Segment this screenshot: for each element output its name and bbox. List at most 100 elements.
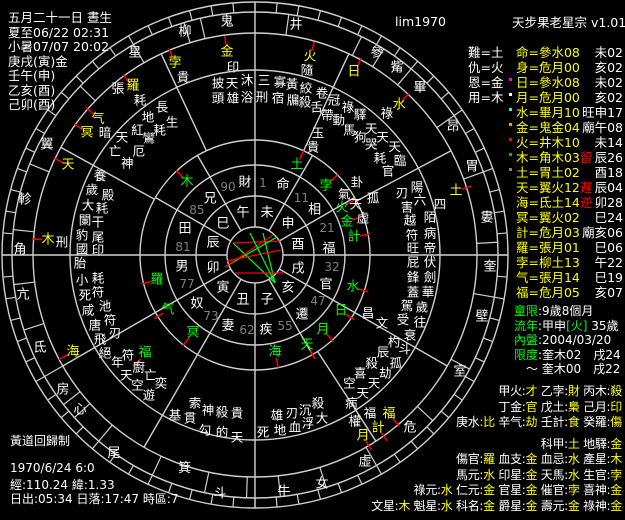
shensha-star: 驛 <box>354 107 367 122</box>
shensha-star: 陽 <box>411 180 424 195</box>
planet-position-row: 天=翼火12遲辰04 <box>468 177 623 195</box>
degree-tick <box>5 296 16 300</box>
planet-mansion: 气=張月14 <box>516 270 580 285</box>
shensha-star: 勾 <box>199 423 212 438</box>
star-value: 羅 <box>483 452 495 466</box>
house-age: 85 <box>189 203 204 217</box>
degree-tick <box>147 474 153 485</box>
shensha-star: 天 <box>376 130 389 145</box>
mansion-label: 胃 <box>465 160 478 175</box>
planet-marker <box>182 337 190 346</box>
mansion-divider <box>285 14 290 36</box>
star-value: 梟 <box>567 399 580 414</box>
degree-tick <box>35 375 45 383</box>
star-label: 天馬: <box>540 467 568 482</box>
house-divider <box>196 278 242 355</box>
planet-marker <box>345 313 355 321</box>
shensha-star: 喜 <box>354 366 367 381</box>
star-label: 丙木: <box>583 384 611 398</box>
star-label: 印星: <box>498 467 526 482</box>
house-label: 妻 <box>221 319 234 334</box>
cusp-line <box>143 354 199 448</box>
shensha-star: 小 <box>76 273 89 288</box>
planet-mansion: 金=鬼金04 <box>516 120 580 135</box>
star-value: 劫 <box>525 415 538 429</box>
degree-tick <box>494 210 505 214</box>
planet-color-dot <box>509 78 512 81</box>
shensha-star: 耗 <box>374 151 387 166</box>
shensha-star: 索 <box>189 396 202 411</box>
shensha-star: 闌 <box>79 213 92 228</box>
year-label: 流年 <box>514 318 539 333</box>
mansion-label: 亢 <box>16 287 29 303</box>
house-divider <box>278 268 355 314</box>
natal-planet: 火 <box>303 50 316 65</box>
star-label: 馬元: <box>456 467 484 482</box>
transit-planet: 木 <box>180 175 193 190</box>
shensha-star: 貴 <box>231 406 244 421</box>
planet-mansion: 身=危月00 <box>516 60 580 75</box>
planet-marker <box>31 238 43 241</box>
aspect-line <box>232 242 276 284</box>
cusp-line <box>160 53 208 152</box>
mansion-label: 參 <box>370 46 383 61</box>
planet-mansion: 木=角木03 <box>516 150 580 165</box>
shensha-star: 舌 <box>310 100 323 115</box>
planet-position-row: 海=氐土14逆卯28 <box>468 192 623 210</box>
house-label: 奴 <box>190 296 203 312</box>
degree-tick <box>210 5 214 16</box>
mansion-divider <box>463 171 484 180</box>
cusp-line <box>356 150 452 202</box>
shensha-star: 沐 <box>241 73 254 88</box>
house-divider <box>155 268 232 314</box>
stems-stars-panel: 甲火:才 乙孛:財 丙木:殺丁金:官 戊土:梟 己月:印庚水:比 辛气:劫 壬計… <box>371 382 622 513</box>
star-label: 血支: <box>498 452 526 466</box>
shensha-star: 空 <box>343 376 356 391</box>
degree-tick <box>10 317 21 322</box>
transit-planet: 羅 <box>150 273 163 288</box>
stem-star-row: 庚水:比 辛气:劫 壬計:食 癸羅:傷 <box>371 413 622 429</box>
mansion-divider <box>98 424 113 442</box>
house-label: 遷 <box>295 308 308 323</box>
star-label: 祿神: <box>583 498 611 513</box>
natal-planet: 計 <box>371 420 384 436</box>
star-value: 金 <box>483 483 495 497</box>
house-divider <box>268 278 314 355</box>
mansion-label: 昂 <box>446 120 459 135</box>
shensha-star: 浴 <box>241 90 254 105</box>
shensha-star: 亡 <box>109 144 122 159</box>
degree-tick <box>127 35 135 45</box>
planet-marker <box>309 349 316 360</box>
degree-tick <box>440 410 450 419</box>
shensha-star: 鸞 <box>143 131 156 146</box>
house-label: 疾 <box>259 323 272 338</box>
mansion-divider <box>245 476 248 498</box>
planet-mansion: 水=畢月10 <box>516 105 580 120</box>
transit-planet: 天 <box>300 338 313 353</box>
shensha-star: 鋒 <box>407 270 420 285</box>
star-label: 癸羅: <box>583 415 611 429</box>
shensha-star: 三 <box>258 73 271 88</box>
shensha-star: 貴 <box>177 70 190 85</box>
shensha-star: 馬 <box>343 123 356 138</box>
transit-planet: 孛 <box>319 178 332 194</box>
mansion-divider <box>351 36 363 56</box>
earthly-branch: 申 <box>281 217 294 232</box>
degree-tick <box>25 357 36 363</box>
degree-tick <box>337 17 343 27</box>
earthly-branch: 卯 <box>206 261 219 276</box>
star-label: 科名: <box>456 498 484 513</box>
shensha-star: 胎 <box>74 256 87 271</box>
shensha-star: 六 <box>414 193 427 208</box>
planet-position-row: 木=角木03留辰26 <box>468 147 623 165</box>
user-name: lim1970 <box>395 14 446 29</box>
degree-tick <box>188 489 193 500</box>
planet-marker <box>175 169 184 179</box>
degree-tick <box>127 465 135 475</box>
fate-info-panel: 童限:9歲8個月 流年:甲申[火] 35歲 內盤:2004/03/20 限度:奎… <box>514 302 621 376</box>
star-value: 木 <box>398 498 411 513</box>
planet-marker <box>359 233 370 237</box>
